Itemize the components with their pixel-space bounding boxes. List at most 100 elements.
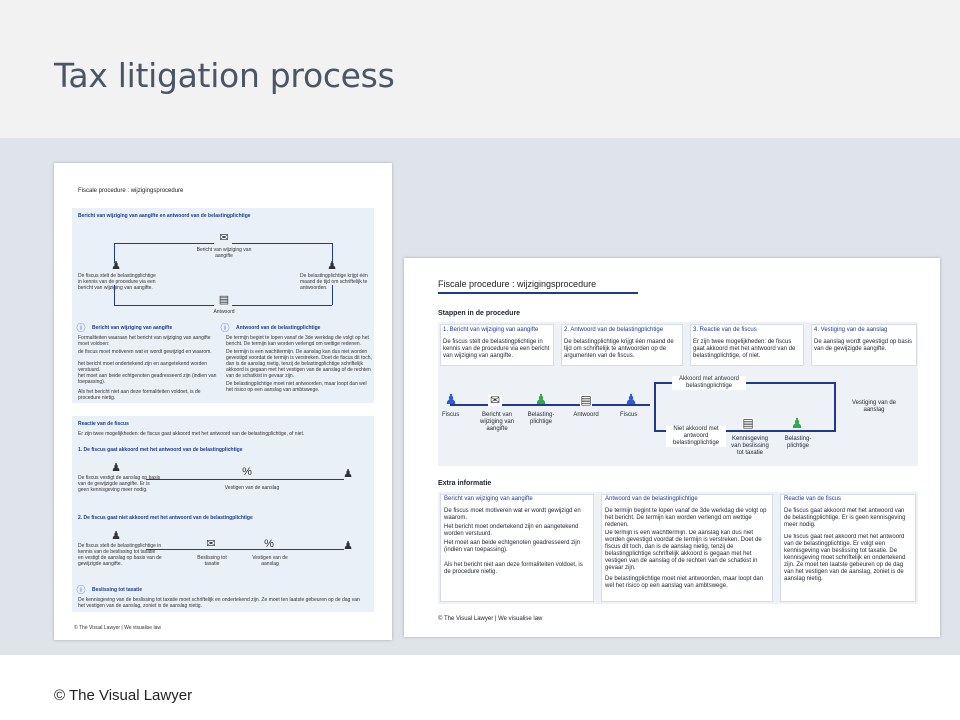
info-title: Bericht van wijziging van aangifte — [92, 325, 173, 331]
percent-icon: % — [264, 538, 274, 550]
person-icon: ♟ — [790, 415, 804, 431]
case-title: 2. De fiscus gaat niet akkoord met het a… — [78, 515, 253, 521]
percent-icon: % — [242, 466, 252, 478]
slide-footer — [0, 655, 960, 720]
info-bullet: De fiscus moet motiveren wat er wordt ge… — [444, 508, 581, 521]
doc-footer: © The Visual Lawyer | We visualise law — [74, 625, 161, 631]
info-bullet: het moet aan beide echtgenoten geadresse… — [78, 373, 217, 385]
step-text: De fiscus stelt de belastingplichtige in… — [443, 339, 550, 359]
step-text: De aanslag wordt gevestigd op basis van … — [814, 339, 913, 352]
document-thumbnail-landscape[interactable]: Fiscale procedure : wijzigingsprocedure … — [404, 258, 940, 637]
flow-line — [232, 243, 332, 244]
document-thumbnail-portrait[interactable]: Fiscale procedure : wijzigingsprocedure … — [54, 163, 392, 640]
flow-merge — [834, 382, 836, 432]
info-bullet: De termijn is een wachttermijn. De aansl… — [226, 349, 372, 379]
info-text: Formaliteiten waaraan het bericht van wi… — [78, 335, 211, 347]
flow-label: Belasting-plichtige — [784, 436, 812, 449]
step-text: Er zijn twee mogelijkheden: de fiscus ga… — [693, 339, 796, 359]
step-title: 3. Reactie van de fiscus — [693, 327, 757, 333]
flow-label: Vestiging van de aanslag — [851, 400, 897, 413]
flow-line — [114, 305, 214, 306]
step-title: 4. Vestiging van de aanslag — [814, 327, 888, 333]
info-text: De kennisgeving van de beslissing tot ta… — [78, 597, 360, 609]
step-card — [440, 324, 554, 366]
info-bullet: De termijn begint te lopen vanaf de 3de … — [226, 335, 369, 347]
person-icon: ♟ — [111, 530, 121, 542]
case-text: De fiscus stelt de belastingplichtige in… — [78, 543, 162, 567]
flow-label: Niet akkoord met antwoord belastingplich… — [666, 426, 726, 447]
flow-label: Antwoord — [213, 309, 235, 315]
flow-line — [146, 479, 344, 480]
info-note: Als het bericht niet aan deze formalitei… — [78, 389, 201, 401]
flow-label: Vestigen van de aanslag — [224, 485, 280, 491]
person-icon: ♟ — [534, 391, 548, 407]
info-card — [780, 494, 916, 602]
flow-label: Bericht van wijziging van aangifte — [479, 412, 515, 432]
envelope-icon: ✉ — [488, 393, 502, 407]
info-bullet: Het bericht moet ondertekend zijn en aan… — [444, 524, 579, 537]
doc-title: Fiscale procedure : wijzigingsprocedure — [78, 188, 184, 194]
flow-line — [332, 285, 333, 305]
slide-title: Tax litigation process — [54, 56, 395, 95]
flow-line — [332, 243, 333, 263]
info-item: De fiscus gaat niet akkoord met het antw… — [784, 534, 906, 582]
flow-line — [146, 549, 344, 550]
info-icon: ⓘ — [220, 323, 230, 333]
person-icon: ♟ — [343, 468, 353, 480]
info-card — [440, 494, 594, 602]
person-icon: ♟ — [111, 462, 121, 474]
info-item: De fiscus gaat akkoord met het antwoord … — [784, 508, 906, 528]
step-card — [690, 324, 804, 366]
step-title: 1. Bericht van wijziging van aangifte — [443, 327, 539, 333]
section-title: Reactie van de fiscus — [78, 421, 129, 427]
document-icon: ▤ — [218, 294, 230, 306]
flow-line — [114, 243, 214, 244]
info-bullet: De belastingplichtige moet niet antwoord… — [226, 381, 367, 393]
flow-label: Akkoord met antwoord belastingplichtige — [672, 376, 746, 390]
info-note: Als het bericht niet aan deze formalitei… — [444, 562, 583, 575]
info-bullet: De termijn is een wachttermijn. De aansl… — [605, 530, 762, 571]
step-text: De belastingplichtige krijgt één maand d… — [564, 339, 674, 359]
info-bullet: Het moet aan beide echtgenoten geadresse… — [444, 540, 581, 553]
info-card — [601, 494, 773, 602]
slide-header — [0, 0, 960, 138]
flow-line — [114, 243, 115, 263]
footer-copyright: © The Visual Lawyer — [54, 687, 193, 704]
info-title: Antwoord van de belastingplichtige — [236, 325, 321, 331]
flow-label: Antwoord — [573, 412, 599, 418]
title-underline — [438, 292, 638, 294]
flow-branch — [654, 382, 656, 432]
info-title: Antwoord van de belastingplichtige — [605, 496, 698, 502]
flow-label: Vestigen van de aanslag — [252, 555, 288, 567]
step-title: 2. Antwoord van de belastingplichtige — [564, 327, 664, 333]
flow-label: Fiscus — [442, 412, 460, 418]
person-icon: ♟ — [111, 260, 121, 272]
doc-footer: © The Visual Lawyer | We visualise law — [438, 616, 543, 622]
section-title: Bericht van wijziging van aangifte en an… — [78, 213, 251, 219]
section-panel-2 — [72, 416, 374, 612]
info-bullet: De termijn begint te lopen vanaf de 3de … — [605, 508, 767, 528]
person-icon: ♟ — [327, 260, 337, 272]
step-card — [811, 324, 917, 366]
info-bullet: de fiscus moet motiveren wat er wordt ge… — [78, 349, 212, 355]
info-icon: ⓘ — [76, 585, 86, 595]
case-text: De fiscus vestigt de aanslag op basis va… — [78, 475, 161, 493]
flow-label: Bericht van wijziging van aangifte — [196, 247, 252, 259]
person-icon: ♟ — [624, 391, 638, 407]
flow-line — [114, 285, 115, 305]
extra-heading: Extra informatie — [438, 480, 492, 487]
flow-label: De belastingplichtige krijgt één maand d… — [300, 273, 368, 291]
flow-label: Belasting-plichtige — [527, 412, 555, 425]
person-icon: ♟ — [343, 540, 353, 552]
flow-label: Kennisgeving van beslissing tot taxatie — [731, 436, 769, 456]
info-title: Beslissing tot taxatie — [92, 587, 143, 593]
flow-lower-line — [654, 430, 834, 432]
flow-label: Fiscus — [620, 412, 638, 418]
info-title: Bericht van wijziging van aangifte — [444, 496, 533, 502]
info-bullet: het bericht moet ondertekend zijn en aan… — [78, 361, 207, 373]
envelope-icon: ✉ — [219, 232, 229, 244]
person-icon: ♟ — [444, 391, 458, 407]
info-bullet: De belastingplichtige moet niet antwoord… — [605, 576, 764, 589]
info-icon: ⓘ — [76, 323, 86, 333]
case-title: 1. De fiscus gaat akkoord met het antwoo… — [78, 447, 243, 453]
